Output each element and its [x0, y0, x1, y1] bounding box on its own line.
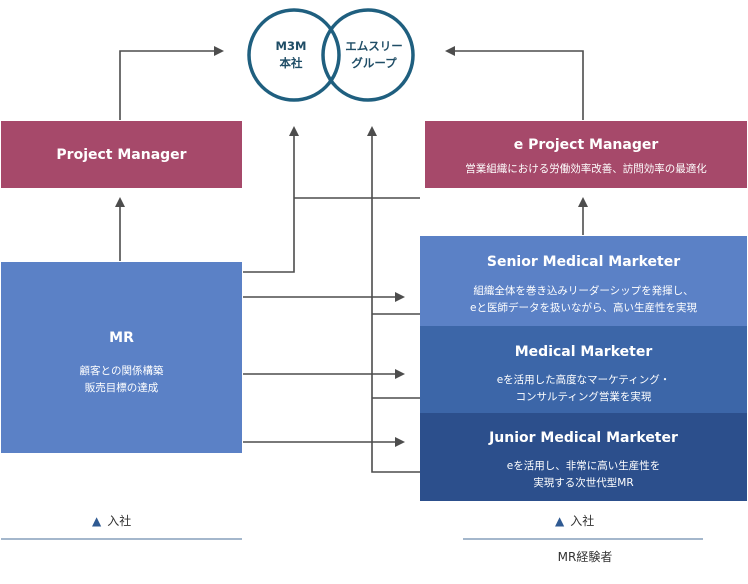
- junior-medical-marketer-title: Junior Medical Marketer: [489, 430, 678, 446]
- e-project-manager-title: e Project Manager: [513, 137, 659, 153]
- medical-marketer-desc: eを活用した高度なマーケティング・ コンサルティング営業を実現: [496, 374, 671, 403]
- triangle-icon: ▲: [92, 514, 102, 528]
- mr-desc: 顧客との関係構築 販売目標の達成: [79, 365, 164, 394]
- m3-group-label: エムスリー グループ: [345, 39, 403, 70]
- left-entry-label: ▲ 入社: [92, 512, 131, 529]
- m3m-circle: [247, 8, 341, 102]
- junior-medical-marketer-box: Junior Medical Marketer eを活用し、非常に高い生産性を …: [420, 413, 747, 501]
- senior-medical-marketer-desc: 組織全体を巻き込みリーダーシップを発揮し、 eと医師データを扱いながら、高い生産…: [470, 285, 697, 314]
- mr-box: MR 顧客との関係構築 販売目標の達成: [1, 262, 242, 453]
- mr-title: MR: [109, 330, 134, 346]
- arrow-right-to-group: [367, 126, 420, 473]
- senior-medical-marketer-title: Senior Medical Marketer: [486, 254, 681, 270]
- right-caption: MR経験者: [557, 550, 613, 564]
- arrow-mr-to-m3m: [243, 126, 299, 273]
- junior-medical-marketer-desc: eを活用し、非常に高い生産性を 実現する次世代型MR: [506, 460, 661, 489]
- project-manager-title: Project Manager: [56, 147, 187, 163]
- left-entry-text: 入社: [107, 514, 132, 528]
- m3-group-circle: [321, 8, 415, 102]
- m3m-label: M3M 本社: [275, 39, 307, 70]
- e-project-manager-box: e Project Manager 営業組織における労働効率改善、訪問効率の最適…: [425, 121, 747, 188]
- project-manager-box: Project Manager: [1, 121, 242, 188]
- medical-marketer-title: Medical Marketer: [514, 344, 653, 360]
- right-entry-label: ▲ 入社: [555, 512, 594, 529]
- medical-marketer-box: Medical Marketer eを活用した高度なマーケティング・ コンサルテ…: [420, 326, 747, 413]
- triangle-icon: ▲: [555, 514, 565, 528]
- right-entry-text: 入社: [570, 514, 595, 528]
- senior-medical-marketer-box: Senior Medical Marketer 組織全体を巻き込みリーダーシップ…: [420, 236, 747, 326]
- arrow-epm-to-logo: [445, 46, 584, 120]
- arrow-pm-to-logo: [119, 46, 224, 120]
- e-project-manager-desc: 営業組織における労働効率改善、訪問効率の最適化: [465, 163, 707, 175]
